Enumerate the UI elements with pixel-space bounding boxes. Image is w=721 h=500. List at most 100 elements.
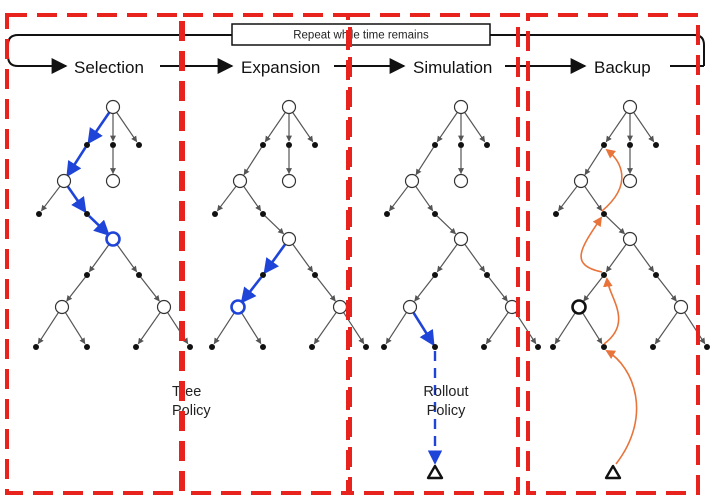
tree-edge xyxy=(213,312,235,345)
tree-action-node xyxy=(458,142,464,148)
tree-edge xyxy=(605,243,627,273)
expansion-tree xyxy=(209,99,369,350)
tree-action-node xyxy=(550,344,556,350)
tree-state-node xyxy=(281,173,297,189)
expansion-frame xyxy=(181,13,350,495)
tree-edge xyxy=(292,112,314,143)
tree-action-node xyxy=(212,211,218,217)
simulation-frame xyxy=(348,13,520,495)
tree-action-node xyxy=(260,211,266,217)
tree-policy-line1: Tree xyxy=(172,384,201,400)
backup-path xyxy=(601,148,623,212)
tree-action-node xyxy=(535,344,541,350)
tree-state-node xyxy=(56,173,72,189)
tree-action-node xyxy=(484,142,490,148)
rollout-policy-line2: Policy xyxy=(427,403,466,419)
tree-edge xyxy=(436,112,458,143)
triangle-terminal-icon xyxy=(604,464,622,480)
tree-policy-label: Tree Policy xyxy=(172,384,211,419)
tree-edge xyxy=(684,312,706,345)
highlight-edge xyxy=(88,215,110,236)
tree-state-node xyxy=(232,173,248,189)
backup-path xyxy=(605,350,638,465)
tree-edge xyxy=(116,112,138,143)
tree-state-node xyxy=(453,173,469,189)
tree-action-node xyxy=(84,142,90,148)
tree-edge xyxy=(464,243,486,273)
tree-action-node xyxy=(601,211,607,217)
tree-action-node xyxy=(601,344,607,350)
highlight-edge xyxy=(87,111,111,145)
simulation-tree xyxy=(381,99,541,480)
backup-path xyxy=(580,216,603,273)
tree-edge xyxy=(88,243,110,273)
tree-state-node xyxy=(622,231,638,247)
tree-action-node xyxy=(33,344,39,350)
tree-action-node xyxy=(260,272,266,278)
tree-state-node xyxy=(622,99,638,115)
tree-action-node xyxy=(432,344,438,350)
highlight-edge xyxy=(240,276,263,304)
tree-edge xyxy=(316,276,336,302)
tree-action-node xyxy=(84,344,90,350)
highlight-edge xyxy=(263,243,287,275)
tree-action-node xyxy=(312,272,318,278)
selection-tree xyxy=(33,99,193,350)
tree-edge xyxy=(313,311,337,345)
tree-edge xyxy=(40,185,61,212)
tree-action-node xyxy=(653,272,659,278)
tree-edge xyxy=(37,312,59,345)
tree-edge xyxy=(116,243,138,273)
highlight-edge xyxy=(66,185,87,214)
tree-edge xyxy=(415,185,434,212)
tree-edge xyxy=(436,243,458,273)
tree-state-node xyxy=(156,299,172,315)
tree-state-node xyxy=(571,299,587,315)
tree-edge xyxy=(654,311,678,345)
tree-action-node xyxy=(481,344,487,350)
tree-edge xyxy=(584,185,603,212)
tree-action-node xyxy=(650,344,656,350)
tree-state-node xyxy=(281,99,297,115)
tree-edge xyxy=(436,215,457,235)
phase-label-simulation: Simulation xyxy=(413,58,492,77)
tree-action-node xyxy=(84,272,90,278)
tree-edge xyxy=(464,112,486,143)
tree-state-node xyxy=(105,231,121,247)
tree-state-node xyxy=(673,299,689,315)
tree-action-node xyxy=(286,142,292,148)
tree-action-node xyxy=(110,142,116,148)
tree-action-node xyxy=(432,272,438,278)
tree-state-node xyxy=(404,173,420,189)
tree-edge xyxy=(488,276,508,302)
tree-state-node xyxy=(105,173,121,189)
rollout-policy-label: Rollout Policy xyxy=(423,384,468,419)
tree-action-node xyxy=(484,272,490,278)
tree-state-node xyxy=(622,173,638,189)
tree-action-node xyxy=(133,344,139,350)
tree-state-node xyxy=(105,99,121,115)
tree-state-node xyxy=(54,299,70,315)
tree-edge xyxy=(605,215,626,235)
tree-edge xyxy=(264,215,285,235)
tree-edge xyxy=(216,185,237,212)
tree-edge xyxy=(414,276,434,302)
tree-edge xyxy=(605,112,627,143)
tree-edge xyxy=(292,243,314,273)
tree-action-node xyxy=(363,344,369,350)
tree-edge xyxy=(657,276,677,302)
tree-edge xyxy=(554,312,576,345)
tree-edge xyxy=(388,185,409,212)
tree-action-node xyxy=(553,211,559,217)
tree-edge xyxy=(583,276,603,302)
tree-action-node xyxy=(601,272,607,278)
tree-state-node xyxy=(453,99,469,115)
phase-label-expansion: Expansion xyxy=(241,58,320,77)
rollout-policy-line1: Rollout xyxy=(423,384,468,400)
tree-edge xyxy=(415,147,434,176)
tree-action-node xyxy=(36,211,42,217)
triangle-terminal-icon xyxy=(426,464,444,480)
tree-action-node xyxy=(381,344,387,350)
tree-edge xyxy=(66,276,86,302)
